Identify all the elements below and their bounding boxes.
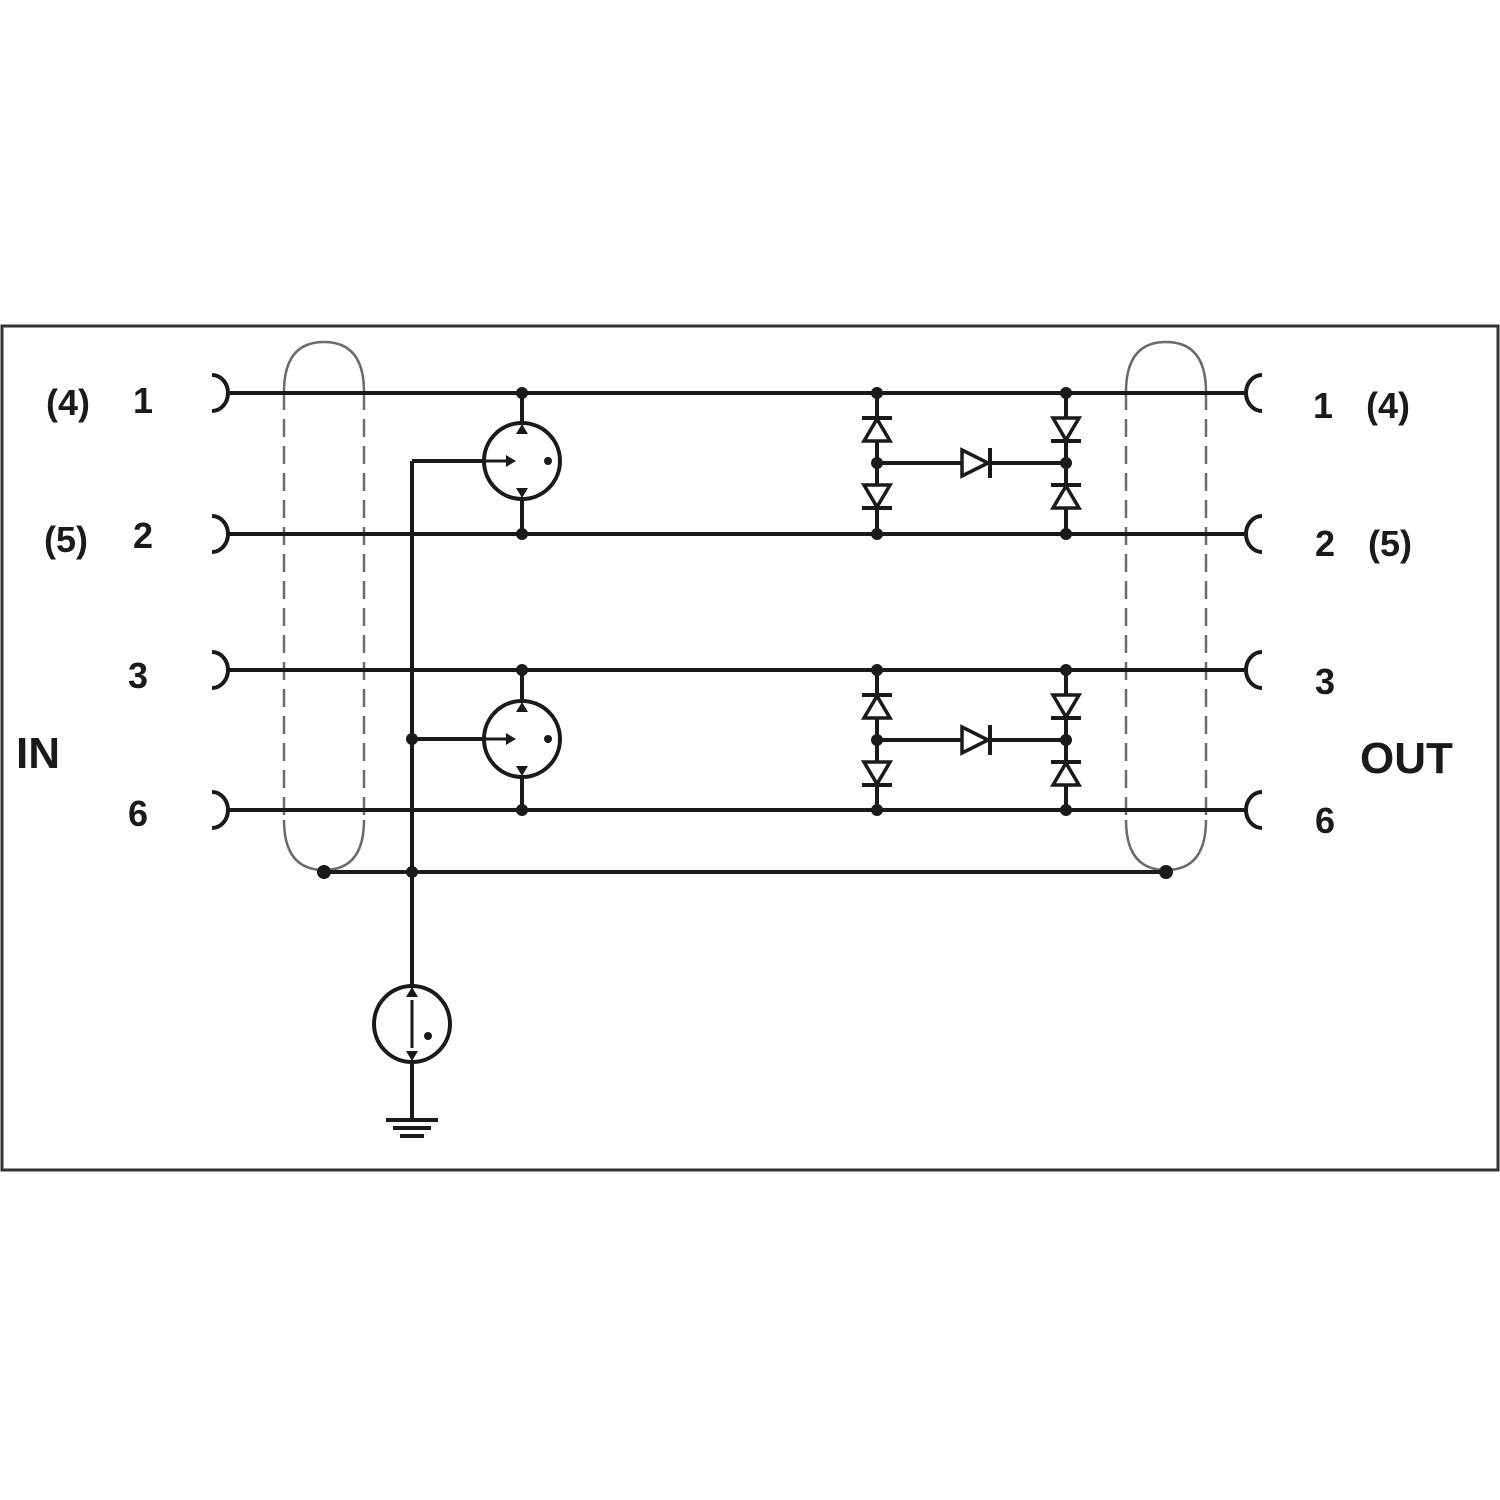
gas-discharge-tube-2	[482, 670, 562, 810]
input-alt-label-2: (5)	[44, 519, 88, 560]
output-pin-label-2: 2	[1315, 523, 1335, 564]
output-pin-label-6: 6	[1315, 800, 1335, 841]
out-label: OUT	[1360, 734, 1453, 783]
output-alt-label-1: (4)	[1366, 385, 1410, 426]
gas-discharge-tube-ground	[372, 984, 452, 1064]
output-alt-label-2: (5)	[1368, 523, 1412, 564]
input-pin-label-6: 6	[128, 793, 148, 834]
output-pin-label-1: 1	[1313, 385, 1333, 426]
diagram-frame	[0, 324, 1500, 1172]
input-pin-label-1: 1	[133, 380, 153, 421]
input-pin-label-3: 3	[128, 655, 148, 696]
diode-bridge-2	[860, 670, 1083, 810]
gas-discharge-tube-1	[482, 393, 562, 534]
input-shield	[282, 340, 366, 872]
output-terminals	[1243, 373, 1263, 830]
input-terminals	[211, 373, 231, 830]
input-alt-label-1: (4)	[46, 382, 90, 423]
output-pin-label-3: 3	[1315, 661, 1335, 702]
ground-icon	[386, 1118, 438, 1138]
input-pin-label-2: 2	[133, 515, 153, 556]
junction-dots	[317, 387, 1173, 879]
in-label: IN	[16, 729, 60, 778]
